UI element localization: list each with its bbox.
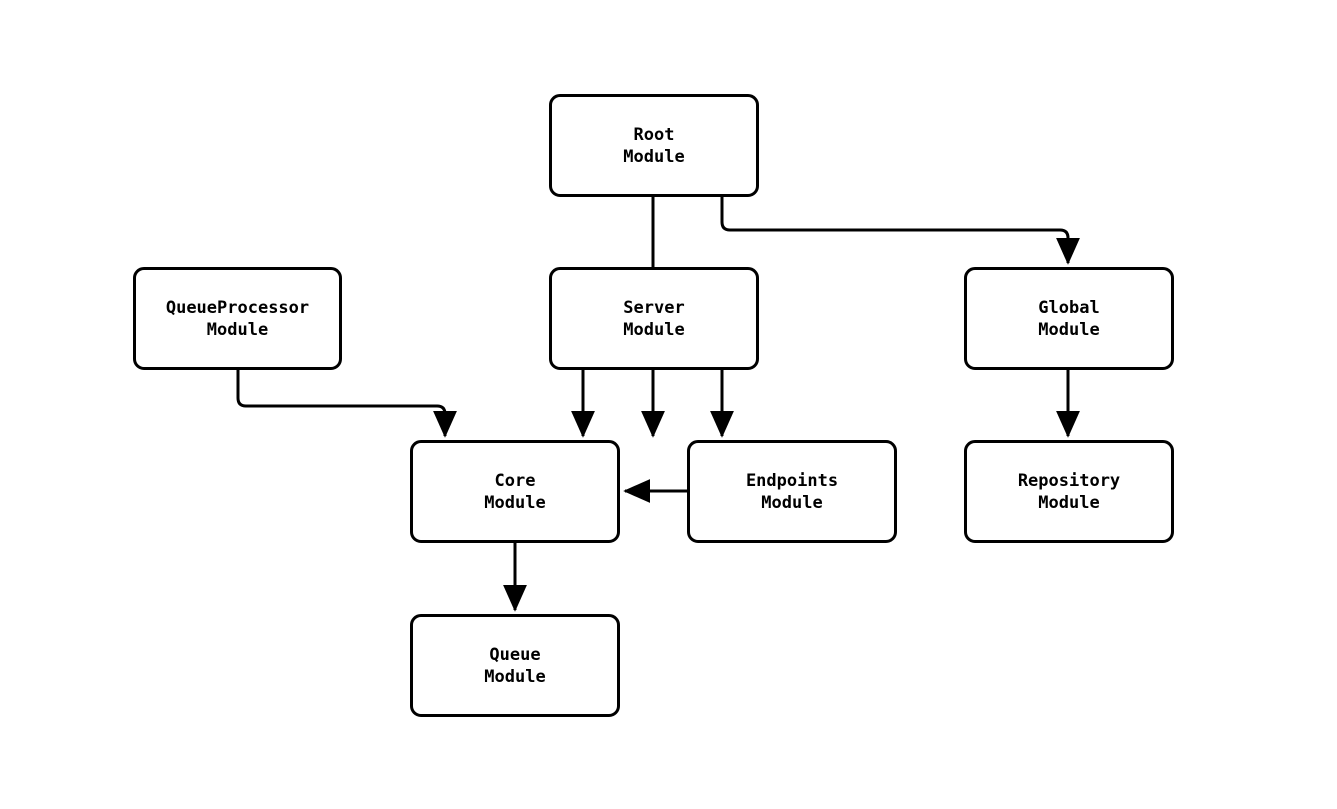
edge-queueprocessor-to-core [236,370,457,438]
node-endpoints-module[interactable]: Endpoints Module [687,440,897,543]
node-repository-module[interactable]: Repository Module [964,440,1174,543]
node-queue-module-label: Queue Module [484,644,546,687]
node-repository-module-label: Repository Module [1017,470,1121,513]
node-server-module-label: Server Module [623,297,685,340]
node-server-module[interactable]: Server Module [549,267,759,370]
node-global-module-label: Global Module [1038,297,1100,340]
node-root-module-label: Root Module [623,124,685,167]
node-global-module[interactable]: Global Module [964,267,1174,370]
node-queue-module[interactable]: Queue Module [410,614,620,717]
node-root-module[interactable]: Root Module [549,94,759,197]
edge-root-to-global [720,197,1080,265]
node-queueprocessor-module-label: QueueProcessor Module [165,297,310,340]
node-core-module[interactable]: Core Module [410,440,620,543]
node-endpoints-module-label: Endpoints Module [745,470,839,513]
node-core-module-label: Core Module [484,470,546,513]
node-queueprocessor-module[interactable]: QueueProcessor Module [133,267,342,370]
